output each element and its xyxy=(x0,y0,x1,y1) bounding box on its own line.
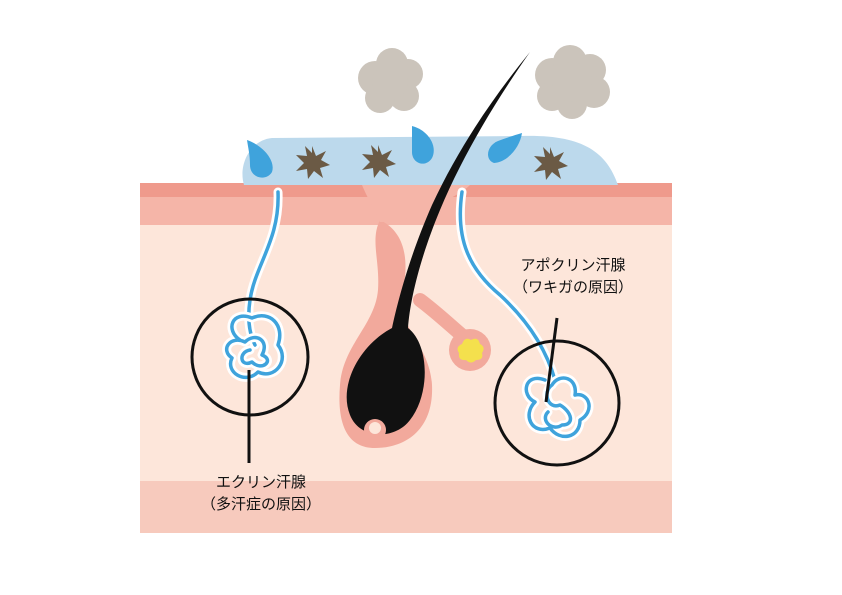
bacteria-icon xyxy=(296,146,330,179)
bacteria-icon xyxy=(362,145,396,178)
eccrine-gland-label: エクリン汗腺 （多汗症の原因） xyxy=(166,471,356,515)
apocrine-gland-name: アポクリン汗腺 xyxy=(520,256,626,274)
apocrine-gland-note: （ワキガの原因） xyxy=(512,278,633,296)
eccrine-gland-coil xyxy=(222,311,287,382)
apocrine-duct xyxy=(458,190,557,382)
bacteria-icon xyxy=(534,147,568,180)
odor-cloud-icon xyxy=(535,45,610,119)
odor-cloud-icon xyxy=(358,48,423,113)
sweat-drop-icon xyxy=(412,126,434,164)
sebaceous-gland-icon xyxy=(457,338,484,363)
dermal-papilla-core xyxy=(369,422,381,434)
apocrine-gland-label: アポクリン汗腺 （ワキガの原因） xyxy=(478,254,668,298)
eccrine-duct xyxy=(247,190,280,347)
apocrine-leader-line xyxy=(544,317,559,403)
eccrine-gland-name: エクリン汗腺 xyxy=(215,473,306,491)
apocrine-gland-coil xyxy=(521,373,594,441)
sweat-drop-icon xyxy=(247,140,273,178)
sweat-drop-icon xyxy=(488,133,522,163)
sweat-film xyxy=(242,135,618,185)
apocrine-magnifier-circle xyxy=(493,339,621,467)
eccrine-gland-note: （多汗症の原因） xyxy=(200,495,321,513)
subcutaneous-layer xyxy=(140,481,672,533)
hair-icon xyxy=(346,52,530,435)
